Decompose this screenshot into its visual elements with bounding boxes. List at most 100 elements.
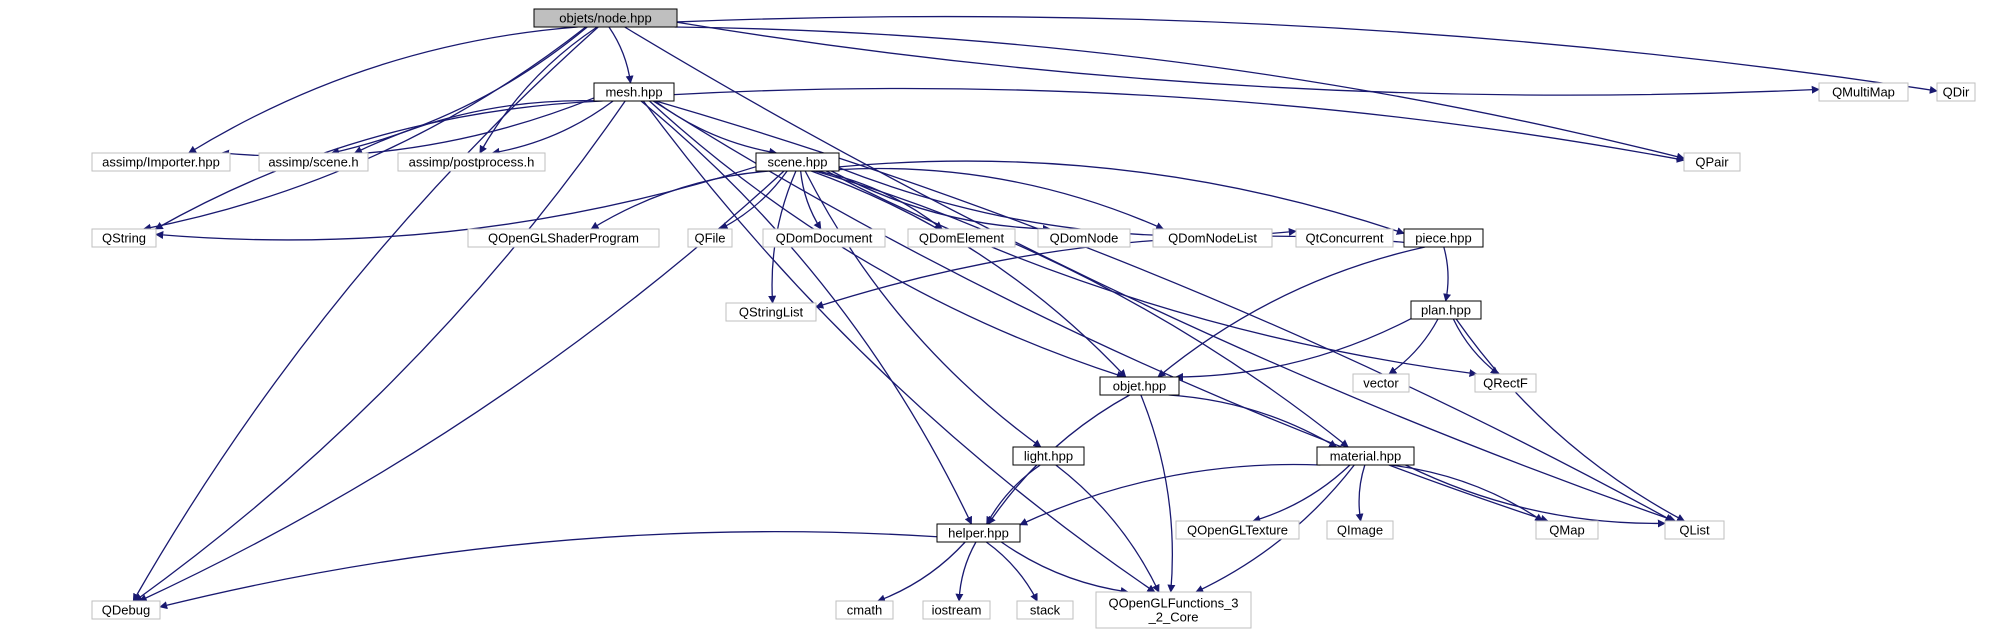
edge-mesh_hpp-to-qlist <box>655 100 1674 522</box>
node-label: cmath <box>847 603 882 618</box>
node-box <box>467 228 660 248</box>
node-piece_hpp[interactable]: piece.hpp <box>1403 228 1484 248</box>
node-qdomdocument: QDomDocument <box>762 228 886 248</box>
node-box <box>1037 228 1131 248</box>
node-label: QImage <box>1337 523 1383 538</box>
edge-scene_hpp-to-qdomdocument <box>799 170 822 230</box>
node-box <box>397 152 546 172</box>
node-label: mesh.hpp <box>605 85 662 100</box>
node-label: QStringList <box>739 305 804 320</box>
node-stack: stack <box>1016 600 1074 620</box>
edge-scene_hpp-to-qtconcurrent <box>838 167 1297 237</box>
edge-helper_hpp-to-qopenglfunctions <box>1000 541 1129 595</box>
node-label: objet.hpp <box>1113 379 1167 394</box>
node-qopenglfunctions: QOpenGLFunctions_3_2_Core <box>1095 591 1252 629</box>
edge-light_hpp-to-qopenglfunctions <box>1055 464 1160 593</box>
edge-node_hpp-to-qstring <box>142 26 587 232</box>
node-label: QtConcurrent <box>1305 231 1383 246</box>
node-light_hpp[interactable]: light.hpp <box>1012 446 1085 466</box>
edge-plan_hpp-to-qlist <box>1455 318 1686 522</box>
node-label: QDomNodeList <box>1168 231 1257 246</box>
edge-node_hpp-to-qmultimap <box>676 21 1820 96</box>
edge-node_hpp-to-qdebug <box>132 26 599 602</box>
node-box <box>835 600 894 620</box>
edge-scene_hpp-to-material_hpp <box>814 170 1349 448</box>
edge-mesh_hpp-to-helper_hpp <box>640 100 973 525</box>
node-box <box>1410 300 1482 320</box>
edge-mesh_hpp-to-objet_hpp <box>649 100 1125 379</box>
node-box <box>1099 376 1180 396</box>
node-label: QPair <box>1695 155 1729 170</box>
edge-plan_hpp-to-objet_hpp <box>1175 318 1412 381</box>
edge-mesh_hpp-to-postprocess <box>491 100 614 156</box>
node-box <box>1352 373 1410 393</box>
edge-scene_hpp-to-qdebug <box>138 170 785 602</box>
node-qopenglshader: QOpenGLShaderProgram <box>467 228 660 248</box>
edge-node_hpp-to-mesh_hpp <box>608 26 634 84</box>
node-box <box>907 228 1016 248</box>
node-box <box>1012 446 1085 466</box>
edge-node_hpp-to-postprocess <box>479 26 598 154</box>
node-label: assimp/Importer.hpp <box>102 155 220 170</box>
nodes-layer: objets/node.hpp mesh.hpp QMultiMap QDir assi… <box>91 8 1976 629</box>
node-qdomnode: QDomNode <box>1037 228 1131 248</box>
node-label: QDomNode <box>1050 231 1119 246</box>
node-qlist: QList <box>1664 520 1725 540</box>
edge-node_hpp-to-qlist <box>624 26 1677 523</box>
edge-objet_hpp-to-qopenglfunctions <box>1140 394 1176 593</box>
edge-node_hpp-to-scene_h <box>330 26 588 156</box>
node-qpair: QPair <box>1683 152 1741 172</box>
edge-node_hpp-to-importer <box>188 26 578 154</box>
node-importer: assimp/Importer.hpp <box>91 152 231 172</box>
node-node_hpp[interactable]: objets/node.hpp <box>533 8 678 28</box>
node-label: helper.hpp <box>948 526 1009 541</box>
node-box <box>755 152 840 172</box>
node-qstring: QString <box>91 228 157 248</box>
node-box <box>258 152 369 172</box>
edge-helper_hpp-to-qdebug <box>159 531 938 610</box>
node-qmultimap: QMultiMap <box>1818 82 1909 102</box>
node-vector: vector <box>1352 373 1410 393</box>
node-box <box>1936 82 1976 102</box>
node-label: plan.hpp <box>1421 303 1471 318</box>
edge-plan_hpp-to-vector <box>1388 318 1439 375</box>
node-label: QMultiMap <box>1832 85 1895 100</box>
edge-helper_hpp-to-cmath <box>877 541 966 603</box>
node-qmap: QMap <box>1535 520 1599 540</box>
node-label: scene.hpp <box>768 155 828 170</box>
node-label: iostream <box>932 603 982 618</box>
edge-mesh_hpp-to-importer <box>221 97 595 158</box>
edge-mesh_hpp-to-scene_h <box>353 99 595 154</box>
node-plan_hpp[interactable]: plan.hpp <box>1410 300 1482 320</box>
node-label: material.hpp <box>1330 449 1402 464</box>
node-label: QDebug <box>102 603 150 618</box>
edge-scene_hpp-to-qdomnodelist <box>838 167 1165 230</box>
edge-scene_hpp-to-qrectf <box>826 170 1478 378</box>
node-box <box>1295 228 1394 248</box>
edge-mesh_hpp-to-qdebug <box>134 100 626 602</box>
node-box <box>725 302 817 322</box>
node-box <box>1175 520 1300 540</box>
node-cmath: cmath <box>835 600 894 620</box>
node-objet_hpp[interactable]: objet.hpp <box>1099 376 1180 396</box>
node-qfile: QFile <box>687 228 733 248</box>
node-scene_hpp[interactable]: scene.hpp <box>755 152 840 172</box>
edge-mesh_hpp-to-qmap <box>652 100 1549 523</box>
node-label: piece.hpp <box>1415 231 1471 246</box>
edge-material_hpp-to-qlist <box>1405 464 1666 528</box>
node-qdir: QDir <box>1936 82 1976 102</box>
node-box <box>533 8 678 28</box>
node-qrectf: QRectF <box>1474 373 1537 393</box>
edge-mesh_hpp-to-qpair <box>673 87 1685 163</box>
edge-plan_hpp-to-qrectf <box>1452 318 1499 375</box>
node-mesh_hpp[interactable]: mesh.hpp <box>593 82 675 102</box>
node-box <box>91 152 231 172</box>
node-material_hpp[interactable]: material.hpp <box>1316 446 1415 466</box>
node-helper_hpp[interactable]: helper.hpp <box>936 523 1021 543</box>
node-box <box>1316 446 1415 466</box>
node-label: objets/node.hpp <box>559 11 652 26</box>
edge-helper_hpp-to-iostream <box>955 541 977 602</box>
node-label: QDomElement <box>919 231 1005 246</box>
node-box <box>1016 600 1074 620</box>
